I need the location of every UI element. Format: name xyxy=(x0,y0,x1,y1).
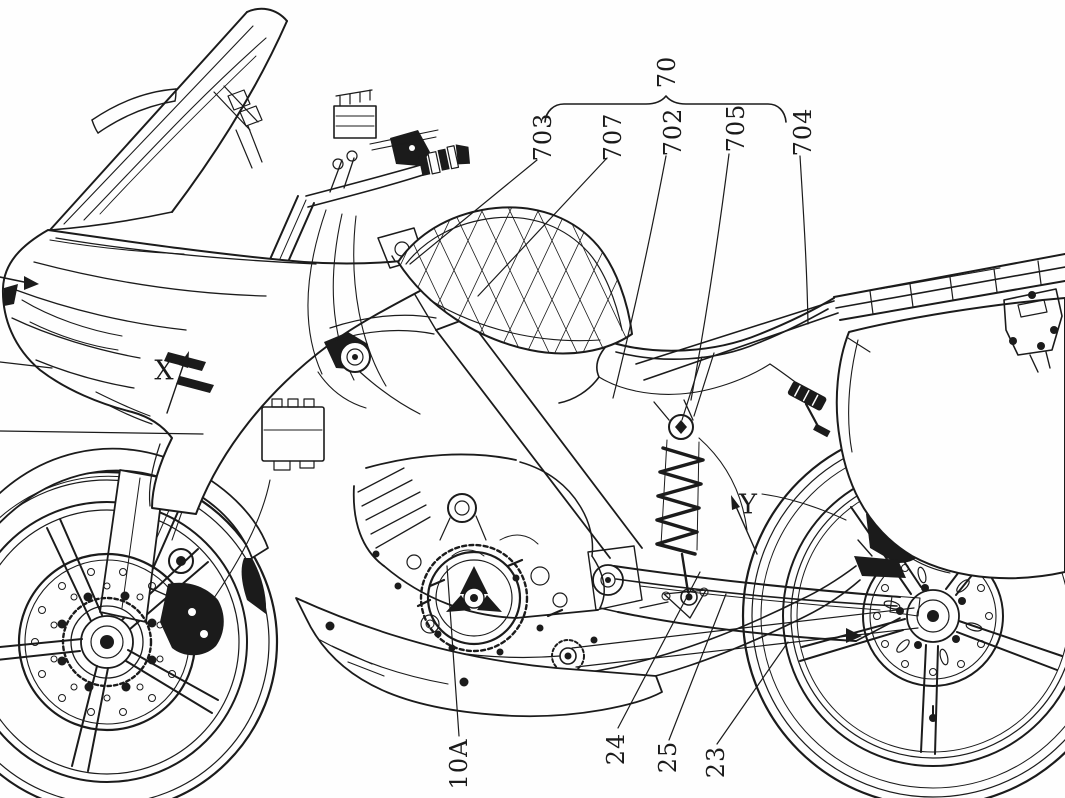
leader-703 xyxy=(409,159,538,265)
leader-left-upper xyxy=(0,361,53,369)
tail-rack xyxy=(833,253,1065,373)
throttle-body xyxy=(324,314,437,415)
fuel-tank xyxy=(397,206,633,355)
leader-left-lower xyxy=(0,430,204,435)
direction-label-y: Y xyxy=(739,489,757,521)
seat xyxy=(558,297,839,438)
ref-label-24: 24 xyxy=(602,732,630,766)
pointer-arrow-left xyxy=(0,276,39,290)
leader-25 xyxy=(668,593,727,741)
handlebar xyxy=(305,89,471,208)
ecu-box xyxy=(261,398,325,471)
ref-label-70: 70 xyxy=(653,55,681,89)
arrow-y xyxy=(731,495,758,555)
leader-707 xyxy=(477,157,608,297)
front-fairing xyxy=(1,229,473,515)
ref-label-705: 705 xyxy=(722,103,750,153)
leader-705 xyxy=(690,153,730,401)
leader-702 xyxy=(612,155,667,399)
ref-label-704: 704 xyxy=(789,107,817,157)
exhaust xyxy=(559,556,906,693)
main-frame xyxy=(391,245,643,611)
ref-label-703: 703 xyxy=(529,112,557,162)
belly-pan xyxy=(295,597,663,718)
rear-shock xyxy=(639,399,748,619)
ref-label-10A: 10A xyxy=(445,738,473,790)
leader-23 xyxy=(716,641,789,745)
ref-label-702: 702 xyxy=(659,107,687,157)
arrow-x xyxy=(166,351,189,414)
leader-lines xyxy=(0,153,809,745)
front-brake-disc xyxy=(17,479,271,732)
leader-704 xyxy=(799,155,809,325)
saddlebag xyxy=(835,297,1065,580)
direction-label-x: X xyxy=(154,355,174,387)
leader-24 xyxy=(617,571,701,729)
swingarm xyxy=(551,565,921,673)
ref-label-23: 23 xyxy=(702,745,730,779)
windscreen xyxy=(49,7,288,231)
ref-label-707: 707 xyxy=(599,112,627,162)
ref-label-25: 25 xyxy=(654,740,682,774)
leader-10A xyxy=(446,565,460,737)
brace-70 xyxy=(544,95,787,123)
